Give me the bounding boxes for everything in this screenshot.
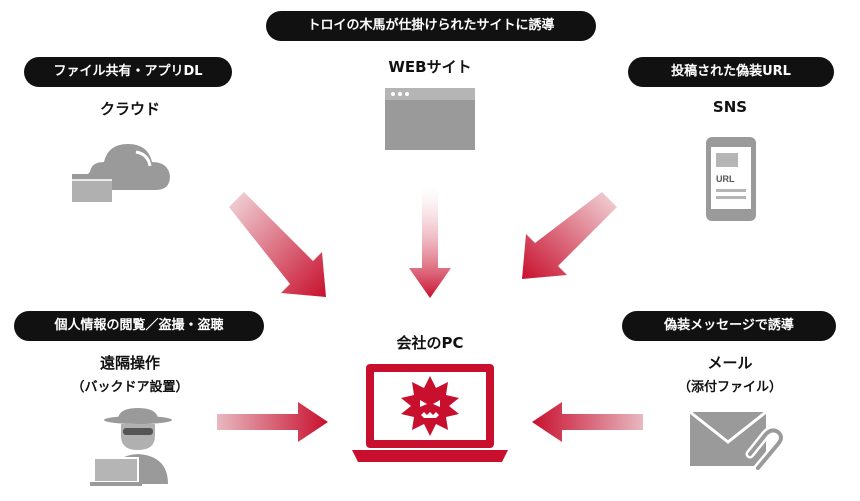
browser-window-icon — [385, 88, 475, 150]
mail-badge: 偽装メッセージで誘導 — [622, 311, 836, 341]
remote-sublabel: （バックドア設置） — [71, 380, 189, 395]
mail-sublabel: （添付ファイル） — [677, 380, 782, 395]
arrow-sns-to-pc — [522, 192, 617, 279]
sns-badge: 投稿された偽装URL — [628, 57, 834, 87]
sns-screen-text: URL — [716, 174, 735, 184]
arrow-cloud-to-pc — [229, 192, 326, 297]
sns-label: SNS — [712, 98, 748, 116]
cloud-badge: ファイル共有・アプリDL — [24, 57, 232, 87]
remote-badge: 個人情報の閲覧／盗撮・盗聴 — [14, 311, 264, 341]
arrow-mail-to-pc — [532, 402, 643, 442]
title-badge: トロイの木馬が仕掛けられたサイトに誘導 — [266, 11, 596, 41]
smartphone-icon: URL — [706, 137, 756, 221]
mail-attachment-icon — [690, 410, 786, 473]
center-pc-label: 会社のPC — [396, 334, 464, 352]
web-label: WEBサイト — [388, 58, 472, 76]
arrow-remote-to-pc — [217, 402, 328, 442]
hacker-laptop-icon — [90, 408, 172, 486]
virus-icon — [401, 376, 459, 436]
infected-laptop-icon — [352, 364, 508, 462]
mail-label: メール — [707, 354, 753, 372]
remote-label: 遠隔操作 — [99, 354, 160, 372]
cloud-folder-icon — [72, 144, 170, 202]
cloud-label: クラウド — [99, 100, 160, 118]
arrow-web-to-pc — [409, 187, 451, 298]
